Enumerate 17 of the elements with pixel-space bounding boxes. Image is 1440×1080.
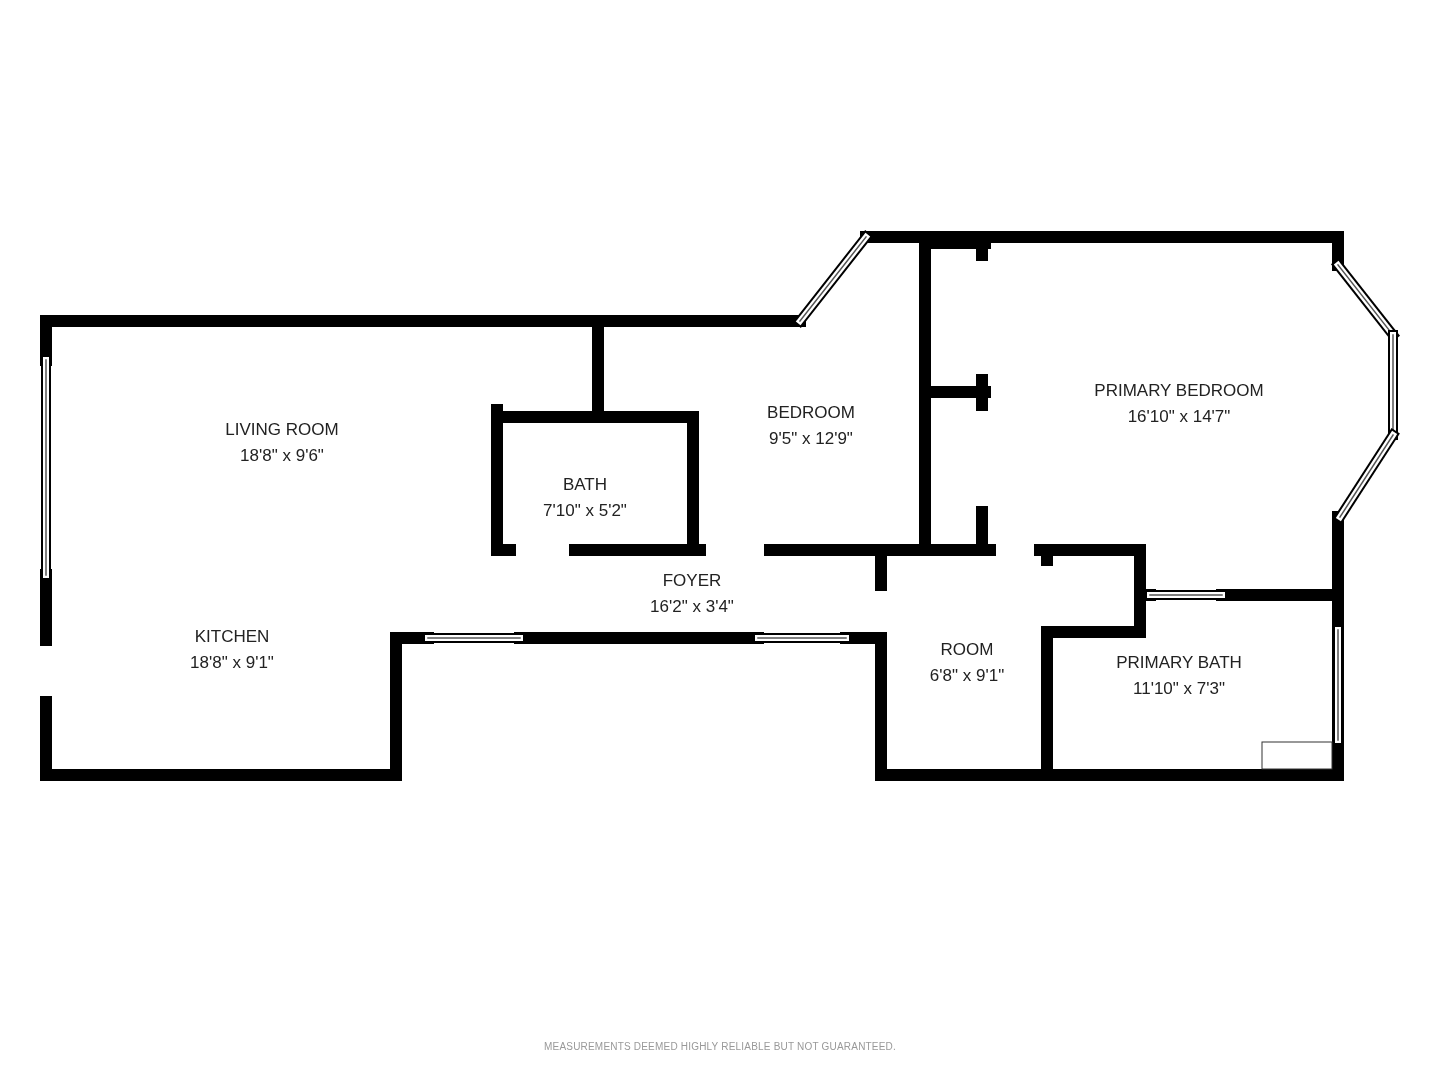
room-name: ROOM bbox=[939, 639, 995, 661]
room-dimensions: 9'5" x 12'9" bbox=[768, 428, 854, 450]
room-dimensions: 6'8" x 9'1" bbox=[929, 665, 1005, 687]
room-dimensions: 16'2" x 3'4" bbox=[650, 596, 734, 618]
room-name: KITCHEN bbox=[193, 626, 271, 648]
room-dimensions: 16'10" x 14'7" bbox=[1126, 406, 1232, 428]
room-name: BATH bbox=[561, 474, 609, 496]
room-name: FOYER bbox=[661, 570, 723, 592]
room-dimensions: 11'10" x 7'3" bbox=[1132, 678, 1226, 700]
room-dimensions: 7'10" x 5'2" bbox=[543, 500, 627, 522]
room-dimensions: 18'8" x 9'6" bbox=[239, 445, 325, 467]
room-name: BEDROOM bbox=[767, 402, 855, 424]
room-name: PRIMARY BATH bbox=[1116, 652, 1242, 674]
room-dimensions: 18'8" x 9'1" bbox=[190, 652, 274, 674]
room-name: PRIMARY BEDROOM bbox=[1094, 380, 1264, 402]
room-name: LIVING ROOM bbox=[225, 419, 339, 441]
caption: MEASUREMENTS DEEMED HIGHLY RELIABLE BUT NOT GUARANTEED. bbox=[544, 1041, 896, 1052]
